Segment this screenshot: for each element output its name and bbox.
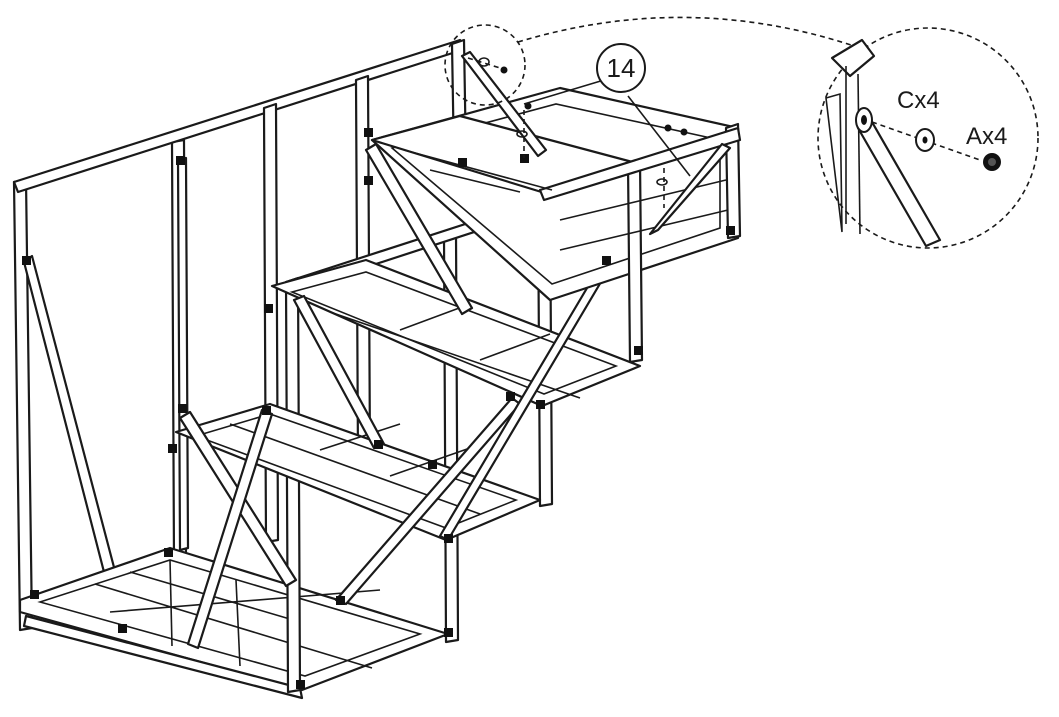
washer-quantity-label: Cx4	[897, 87, 940, 114]
bolt-quantity-label: Ax4	[966, 123, 1007, 150]
detail-view: Cx4 Ax4	[825, 38, 1007, 248]
step-callout: 14	[523, 43, 691, 177]
hardware-on-frame	[467, 57, 688, 208]
right-upper-section	[364, 50, 742, 364]
joint-connectors	[22, 128, 735, 689]
left-tall-section	[12, 38, 468, 700]
detail-magnifier-icon	[444, 16, 1039, 249]
step-number: 14	[607, 53, 636, 83]
washer-icon	[915, 128, 935, 152]
bolt-icon	[983, 153, 1001, 171]
